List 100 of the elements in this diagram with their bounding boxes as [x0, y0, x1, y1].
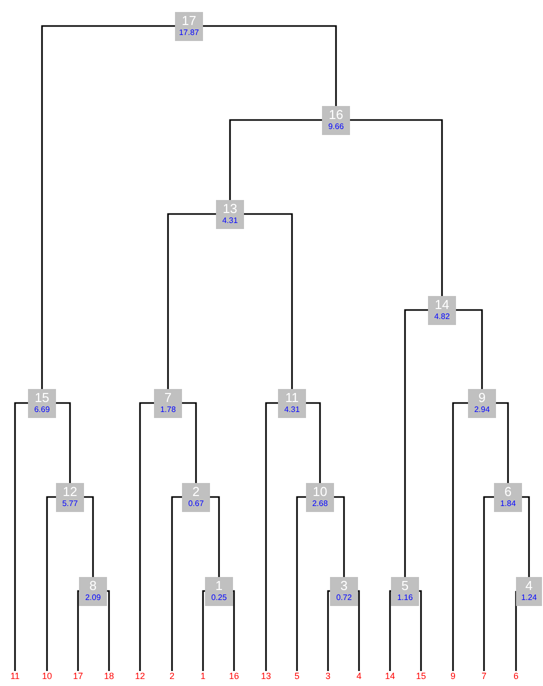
tree-branch	[350, 119, 443, 296]
tree-branch	[306, 402, 321, 483]
cluster-number: 3	[340, 578, 348, 593]
tree-branch	[56, 402, 71, 483]
merge-box	[322, 106, 350, 135]
leaf-label: 3	[325, 671, 330, 682]
leaf-label: 5	[294, 671, 300, 682]
tree-branch	[84, 496, 94, 577]
merge-height: 1.16	[397, 593, 413, 603]
leaf-label: 13	[260, 671, 271, 682]
tree-branch	[265, 402, 278, 671]
merge-height: 17.87	[178, 28, 200, 38]
tree-branch	[46, 496, 56, 671]
merge-box	[494, 483, 522, 512]
tree-branch	[107, 590, 110, 671]
leaf-label: 4	[356, 671, 362, 682]
merge-box	[28, 389, 56, 418]
tree-branch	[419, 590, 422, 671]
merge-box	[428, 296, 456, 325]
merge-height: 0.72	[336, 593, 352, 603]
tree-branch	[232, 590, 235, 671]
leaf-label: 15	[416, 671, 426, 682]
merge-height: 0.25	[211, 593, 227, 603]
cluster-number: 16	[328, 107, 344, 122]
tree-branch	[296, 496, 306, 671]
leaf-label: 2	[169, 671, 174, 682]
tree-branch	[139, 402, 154, 671]
leaf-label: 16	[228, 671, 239, 682]
tree-branch	[210, 496, 220, 577]
tree-branch	[358, 590, 360, 671]
merge-height: 2.68	[312, 499, 328, 509]
tree-branch	[229, 119, 322, 200]
merge-height: 6.69	[34, 405, 50, 415]
tree-branch	[404, 309, 428, 577]
leaf-label: 10	[42, 671, 52, 682]
merge-height: 4.31	[222, 216, 238, 226]
tree-branch	[77, 590, 80, 671]
merge-box	[79, 577, 107, 606]
merge-box	[330, 577, 358, 606]
cluster-number: 10	[312, 484, 328, 499]
leaf-label: 17	[72, 671, 83, 682]
leaf-label: 11	[10, 671, 20, 682]
merge-height: 4.31	[284, 405, 300, 415]
merge-height: 1.24	[521, 593, 537, 603]
cluster-number: 6	[504, 484, 512, 499]
merge-box	[182, 483, 210, 512]
cluster-number: 2	[192, 484, 200, 499]
merge-height: 9.66	[328, 122, 344, 132]
merge-height: 2.94	[474, 405, 490, 415]
tree-branch	[202, 590, 205, 671]
leaf-label: 9	[450, 671, 456, 682]
tree-branch	[203, 25, 337, 106]
cluster-number: 11	[285, 390, 299, 405]
merge-height: 1.84	[500, 499, 516, 509]
cluster-number: 12	[62, 484, 78, 499]
tree-branch	[483, 496, 494, 671]
leaf-label: 12	[134, 671, 145, 682]
leaf-label: 7	[481, 671, 486, 682]
tree-branch	[515, 590, 517, 671]
merge-box	[205, 577, 233, 606]
merge-box	[516, 577, 542, 606]
merge-box	[56, 483, 84, 512]
merge-box	[154, 389, 182, 418]
tree-branch	[522, 496, 530, 577]
tree-branch	[167, 213, 216, 389]
merge-box	[306, 483, 334, 512]
merge-box	[391, 577, 419, 606]
tree-branch	[452, 402, 468, 671]
tree-branch	[327, 590, 330, 671]
tree-branch	[389, 590, 392, 671]
merge-box	[278, 389, 306, 418]
cluster-number: 9	[478, 390, 486, 405]
cluster-number: 4	[525, 578, 533, 593]
cluster-number: 15	[34, 390, 50, 405]
tree-branch	[244, 213, 293, 389]
tree-branch	[41, 25, 175, 389]
leaf-label: 1	[200, 671, 206, 682]
merge-height: 5.77	[62, 499, 78, 509]
tree-branch	[14, 402, 28, 671]
merge-height: 4.82	[434, 312, 450, 322]
tree-branch	[456, 309, 483, 389]
cluster-number: 17	[182, 13, 196, 28]
cluster-number: 1	[215, 578, 223, 593]
leaf-label: 18	[104, 671, 114, 682]
leaf-label: 6	[513, 671, 518, 682]
merge-box	[175, 12, 203, 41]
tree-branch	[171, 496, 182, 671]
merge-box	[468, 389, 496, 418]
tree-branch	[182, 402, 197, 483]
cluster-number: 14	[434, 297, 450, 312]
cluster-number: 7	[164, 390, 172, 405]
cluster-number: 5	[401, 578, 409, 593]
merge-box	[216, 200, 244, 229]
merge-height: 1.78	[160, 405, 176, 415]
cluster-number: 8	[89, 578, 97, 593]
cluster-number: 13	[222, 201, 238, 216]
leaf-label: 14	[384, 671, 395, 682]
merge-height: 2.09	[85, 593, 101, 603]
tree-branch	[334, 496, 345, 577]
merge-height: 0.67	[188, 499, 204, 509]
